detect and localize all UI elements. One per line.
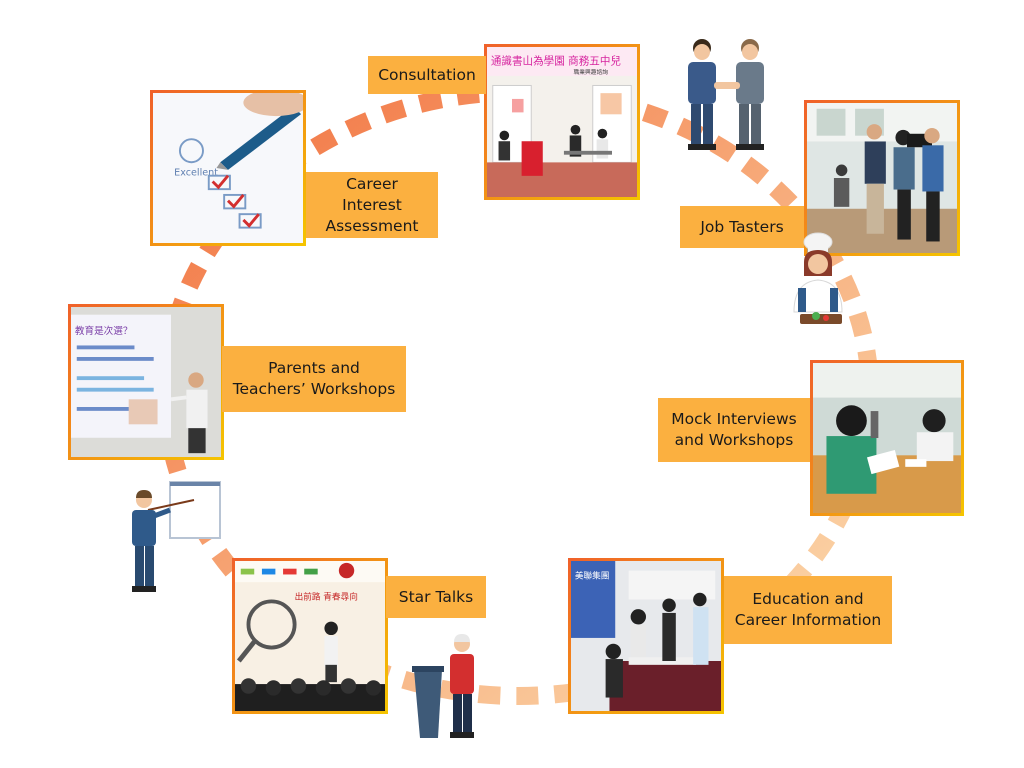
star-talks-label: Star Talks: [386, 576, 486, 618]
career-interest-label: Career Interest Assessment: [306, 172, 438, 238]
consultation-label: Consultation: [368, 56, 486, 94]
star-banner-text: 出前路 青春尋向: [295, 590, 358, 602]
star-talks-photo: 出前路 青春尋向: [232, 558, 388, 714]
education-career-info-photo: 美聯集團: [568, 558, 724, 714]
job-tasters-photo: [804, 100, 960, 256]
career-interest-photo: Excellent: [150, 90, 306, 246]
speaker-podium-icon: [412, 632, 482, 742]
education-career-info-label: Education and Career Information: [724, 576, 892, 644]
parents-teachers-photo: 教育是次選？: [68, 304, 224, 460]
education-sign-text: 美聯集團: [575, 569, 610, 581]
job-tasters-label: Job Tasters: [680, 206, 804, 248]
mock-interviews-photo: [810, 360, 964, 516]
handshake-icon: [680, 38, 776, 154]
parents-teachers-label: Parents and Teachers’ Workshops: [222, 346, 406, 412]
mock-interviews-label: Mock Interviews and Workshops: [658, 398, 810, 462]
slide-title-text: 教育是次選？: [75, 325, 133, 337]
consultation-banner-text: 通識書山為學園 商務五中兒: [491, 54, 622, 67]
presenter-icon: [124, 480, 224, 596]
chef-icon: [786, 232, 850, 330]
consultation-photo: 通識書山為學園 商務五中兒 職業興趣諮詢: [484, 44, 640, 200]
consultation-sub-text: 職業興趣諮詢: [574, 68, 609, 76]
checklist-word-text: Excellent: [174, 168, 218, 179]
